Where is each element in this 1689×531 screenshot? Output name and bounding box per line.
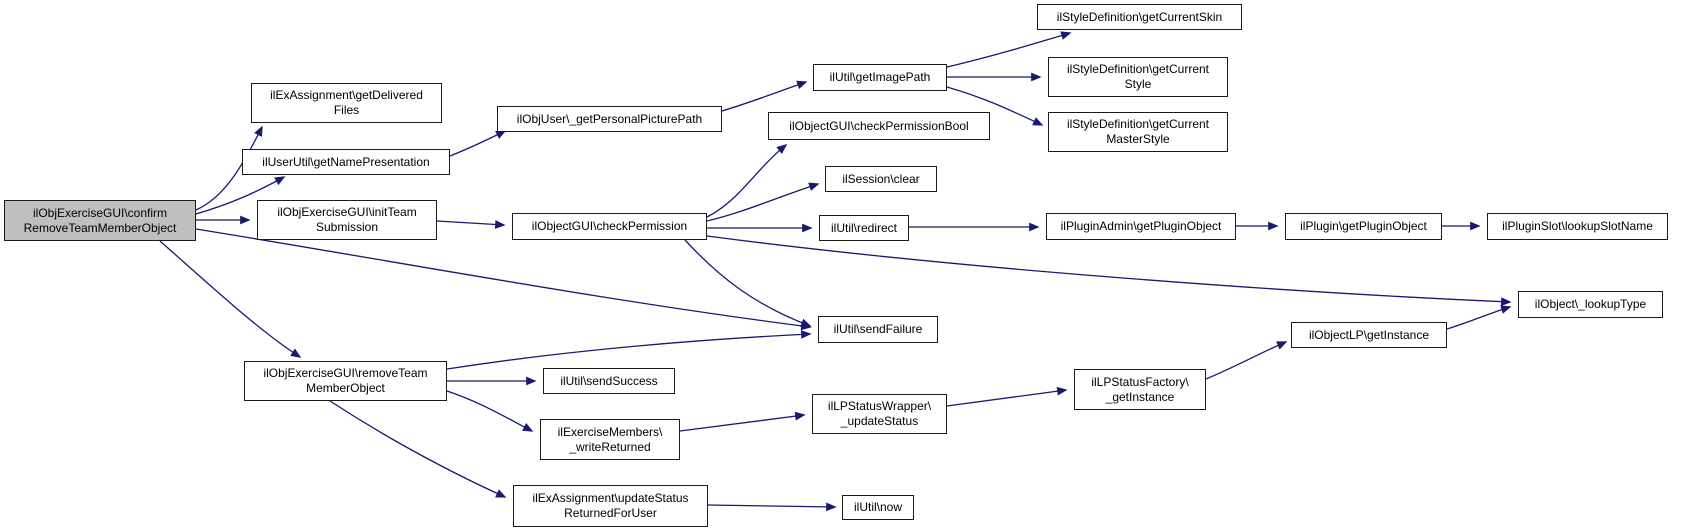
- node-label-line: ilObjExerciseGUI\confirm: [32, 205, 168, 220]
- node-label-line: ilLPStatusFactory\: [1091, 374, 1189, 389]
- node-label-line: ilObjExerciseGUI\initTeam: [277, 205, 417, 219]
- node-redirect[interactable]: ilUtil\redirect: [819, 215, 909, 241]
- edge-factory-to-object-lp: [1205, 341, 1288, 380]
- node-label-line: ilObject\_lookupType: [1534, 297, 1647, 311]
- node-label-line: ilStyleDefinition\getCurrentSkin: [1056, 9, 1223, 24]
- edge-check-perm-to-session-clear: [706, 182, 820, 222]
- node-label-line: ilUtil\getImagePath: [829, 70, 931, 84]
- node-label-line: ilUtil\now: [853, 500, 902, 514]
- node-write-returned[interactable]: ilExerciseMembers\_writeReturned: [540, 419, 680, 460]
- node-label-line: ilObjExerciseGUI\removeTeam: [263, 366, 428, 380]
- node-label-line: ilObjectLP\getInstance: [1308, 327, 1430, 342]
- edge-confirm-to-delivered-files: [195, 125, 263, 211]
- edge-write-returned-to-update-status: [679, 411, 806, 432]
- node-label-line: Files: [333, 103, 360, 117]
- node-label-line: ilExAssignment\updateStatus: [532, 491, 689, 505]
- node-label-line: ilObjUser\_getPersonalPicturePath: [516, 111, 703, 126]
- edge-update-returned-to-now: [707, 502, 837, 512]
- edge-image-path-to-skin: [946, 31, 1072, 68]
- node-label-line: MasterStyle: [1106, 132, 1170, 146]
- node-label-line: _updateStatus: [840, 414, 919, 428]
- node-label-line: ilObjectGUI\checkPermission: [531, 219, 688, 233]
- node-object-lp-get-instance[interactable]: ilObjectLP\getInstance: [1291, 322, 1447, 348]
- node-util-now[interactable]: ilUtil\now: [842, 495, 914, 520]
- edge-remove-team-to-send-failure: [446, 330, 812, 370]
- edge-confirm-to-send-failure: [195, 228, 812, 331]
- node-lp-status-factory[interactable]: ilLPStatusFactory\_getInstance: [1074, 369, 1206, 410]
- edge-object-lp-to-lookup-type: [1446, 305, 1512, 330]
- edge-confirm-to-remove-team: [159, 240, 302, 358]
- node-update-status[interactable]: ilLPStatusWrapper\_updateStatus: [812, 394, 947, 434]
- node-label-line: ilPluginAdmin\getPluginObject: [1060, 219, 1222, 233]
- node-label-line: MemberObject: [306, 381, 385, 395]
- node-label-line: _getInstance: [1105, 389, 1175, 404]
- edge-remove-team-to-write-returned: [446, 390, 534, 432]
- node-plugin-admin-get-plugin[interactable]: ilPluginAdmin\getPluginObject: [1046, 213, 1236, 240]
- node-session-clear[interactable]: ilSession\clear: [825, 166, 937, 192]
- node-lookup-type[interactable]: ilObject\_lookupType: [1518, 291, 1663, 318]
- node-get-current-skin[interactable]: ilStyleDefinition\getCurrentSkin: [1037, 4, 1242, 30]
- node-label-line: RemoveTeamMemberObject: [23, 220, 177, 235]
- node-get-personal-picture-path[interactable]: ilObjUser\_getPersonalPicturePath: [497, 106, 722, 132]
- edge-name-pres-to-picture-path: [449, 130, 507, 157]
- node-get-image-path[interactable]: ilUtil\getImagePath: [813, 64, 947, 91]
- node-plugin-get-plugin-object[interactable]: ilPlugin\getPluginObject: [1285, 213, 1442, 240]
- node-check-permission[interactable]: ilObjectGUI\checkPermission: [512, 213, 707, 240]
- edge-check-perm-to-lookup-type: [706, 235, 1512, 306]
- node-label-line: ilUtil\sendFailure: [833, 322, 923, 336]
- node-label-line: ilLPStatusWrapper\: [827, 399, 932, 413]
- node-label-line: ReturnedForUser: [564, 506, 657, 520]
- node-label-line: ilStyleDefinition\getCurrent: [1066, 62, 1210, 76]
- edge-update-status-to-factory: [946, 386, 1068, 407]
- node-label-line: ilStyleDefinition\getCurrent: [1066, 117, 1210, 131]
- node-label-line: ilSession\clear: [842, 171, 920, 186]
- node-lookup-slot-name[interactable]: ilPluginSlot\lookupSlotName: [1487, 213, 1668, 240]
- node-label-line: Style: [1124, 77, 1152, 91]
- node-send-success[interactable]: ilUtil\sendSuccess: [543, 368, 675, 394]
- node-label-line: ilUtil\redirect: [830, 220, 897, 235]
- node-label-line: ilUserUtil\getNamePresentation: [262, 154, 430, 169]
- node-label-line: ilExAssignment\getDelivered: [270, 88, 423, 102]
- node-label-line: Submission: [315, 220, 379, 234]
- edge-check-perm-to-send-failure: [684, 239, 812, 327]
- node-check-permission-bool[interactable]: ilObjectGUI\checkPermissionBool: [768, 112, 990, 140]
- edge-remove-team-to-update-returned: [329, 400, 507, 498]
- node-label-line: ilPlugin\getPluginObject: [1300, 219, 1427, 233]
- node-label-line: ilExerciseMembers\: [557, 424, 663, 439]
- node-send-failure[interactable]: ilUtil\sendFailure: [818, 316, 938, 343]
- node-get-name-presentation[interactable]: ilUserUtil\getNamePresentation: [242, 149, 450, 175]
- node-label-line: ilUtil\sendSuccess: [560, 373, 658, 388]
- node-label-line: ilPluginSlot\lookupSlotName: [1502, 219, 1653, 233]
- node-label-line: ilObjectGUI\checkPermissionBool: [789, 118, 969, 133]
- edge-picture-path-to-image-path: [721, 80, 808, 112]
- node-label-line: _writeReturned: [569, 439, 651, 454]
- edge-confirm-to-name-presentation: [195, 176, 286, 215]
- edge-init-team-to-check-permission: [436, 220, 506, 229]
- edge-image-path-to-master-style: [946, 86, 1044, 126]
- edge-check-perm-to-perm-bool: [706, 144, 788, 218]
